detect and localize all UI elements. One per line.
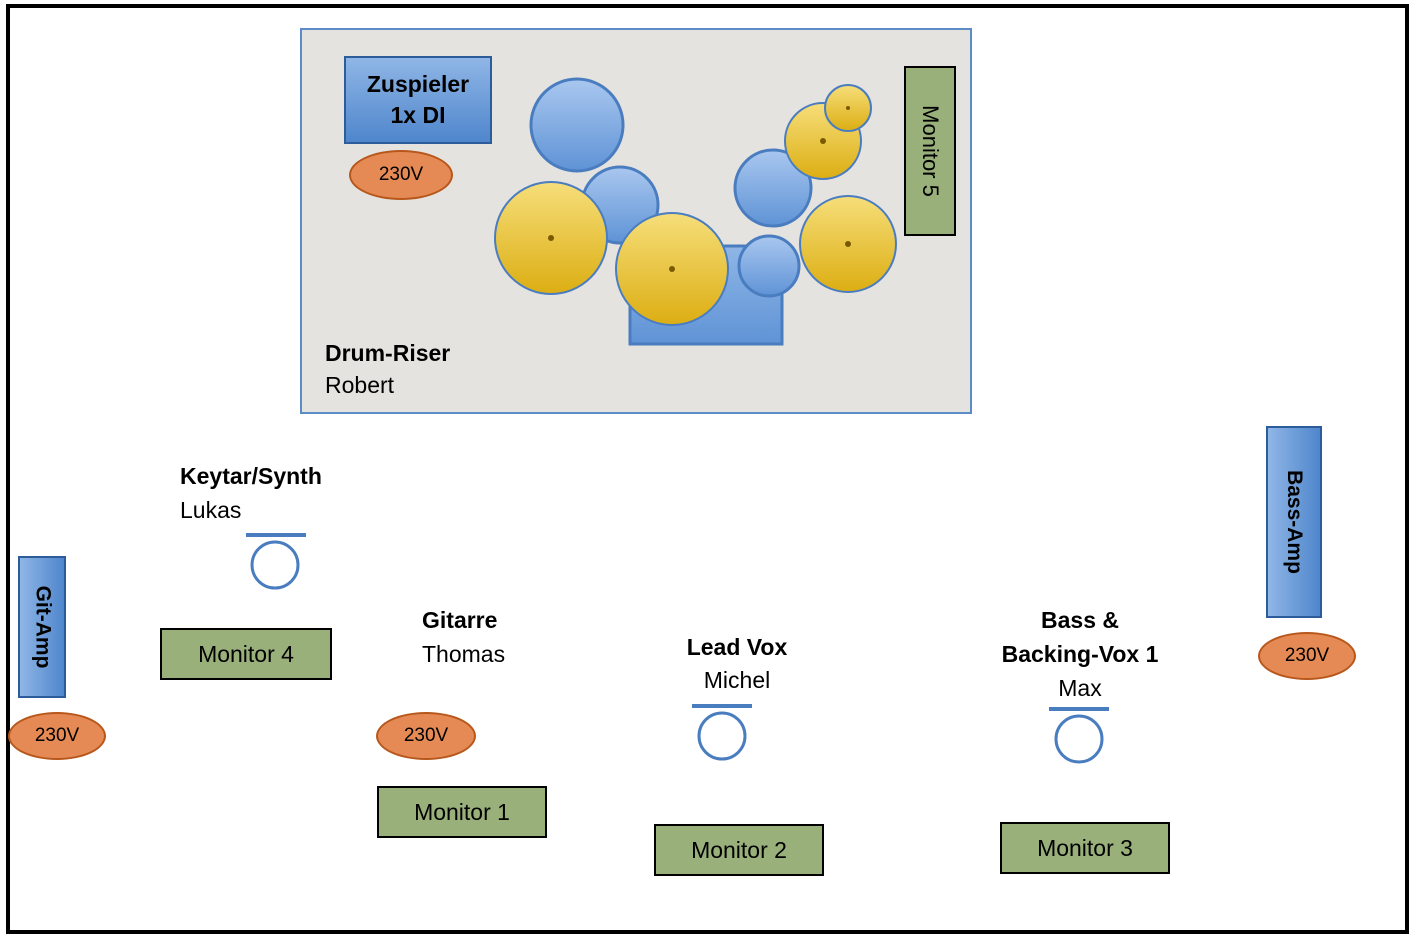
guitar-person: Thomas [422,641,506,667]
microphone-icon [1049,707,1109,764]
monitor-3-label: Monitor 3 [1037,834,1133,861]
bass-title-line1: Bass & [1041,607,1119,633]
monitor-2: Monitor 2 [654,824,824,876]
monitor-2-label: Monitor 2 [691,836,787,863]
power-outlet-drums: 230V [349,150,453,200]
drum-icon [529,77,625,173]
microphone-icon [692,704,752,761]
microphone-icon [246,533,306,590]
playback-di-box: Zuspieler 1x DI [344,56,492,144]
power-label: 230V [403,725,449,746]
drum-icon [737,234,801,298]
drum-kit [494,77,897,346]
power-label: 230V [1284,645,1330,666]
guitar-title: Gitarre [422,607,498,633]
power-outlet-guitar: 230V [376,712,476,760]
monitor-1: Monitor 1 [377,786,547,838]
playback-label-line2: 1x DI [390,102,446,128]
monitor-1-label: Monitor 1 [414,798,510,825]
drum-riser-title: Drum-Riser [325,340,451,366]
bass-amp-label: Bass-Amp [1283,470,1306,574]
power-label: 230V [34,725,80,746]
power-outlet-bass-amp: 230V [1258,632,1356,680]
monitor-4: Monitor 4 [160,628,332,680]
guitar-amp: Git-Amp [18,556,66,698]
playback-label-line1: Zuspieler [366,71,470,97]
bass-person: Max [1058,675,1102,701]
monitor-5: Monitor 5 [904,66,956,236]
keytar-title: Keytar/Synth [180,463,322,489]
lead-vox-person: Michel [703,667,771,693]
monitor-4-label: Monitor 4 [198,640,294,667]
bass-title-line2: Backing-Vox 1 [1001,641,1159,667]
power-outlet-guitar-amp: 230V [8,712,106,760]
monitor-3: Monitor 3 [1000,822,1170,874]
drum-icon [733,148,813,228]
drum-riser-person: Robert [325,372,395,398]
power-label: 230V [378,164,424,185]
monitor-5-label: Monitor 5 [918,105,943,197]
guitar-amp-label: Git-Amp [31,585,55,669]
lead-vox-title: Lead Vox [686,634,788,660]
keytar-person: Lukas [180,497,242,523]
bass-amp: Bass-Amp [1266,426,1322,618]
